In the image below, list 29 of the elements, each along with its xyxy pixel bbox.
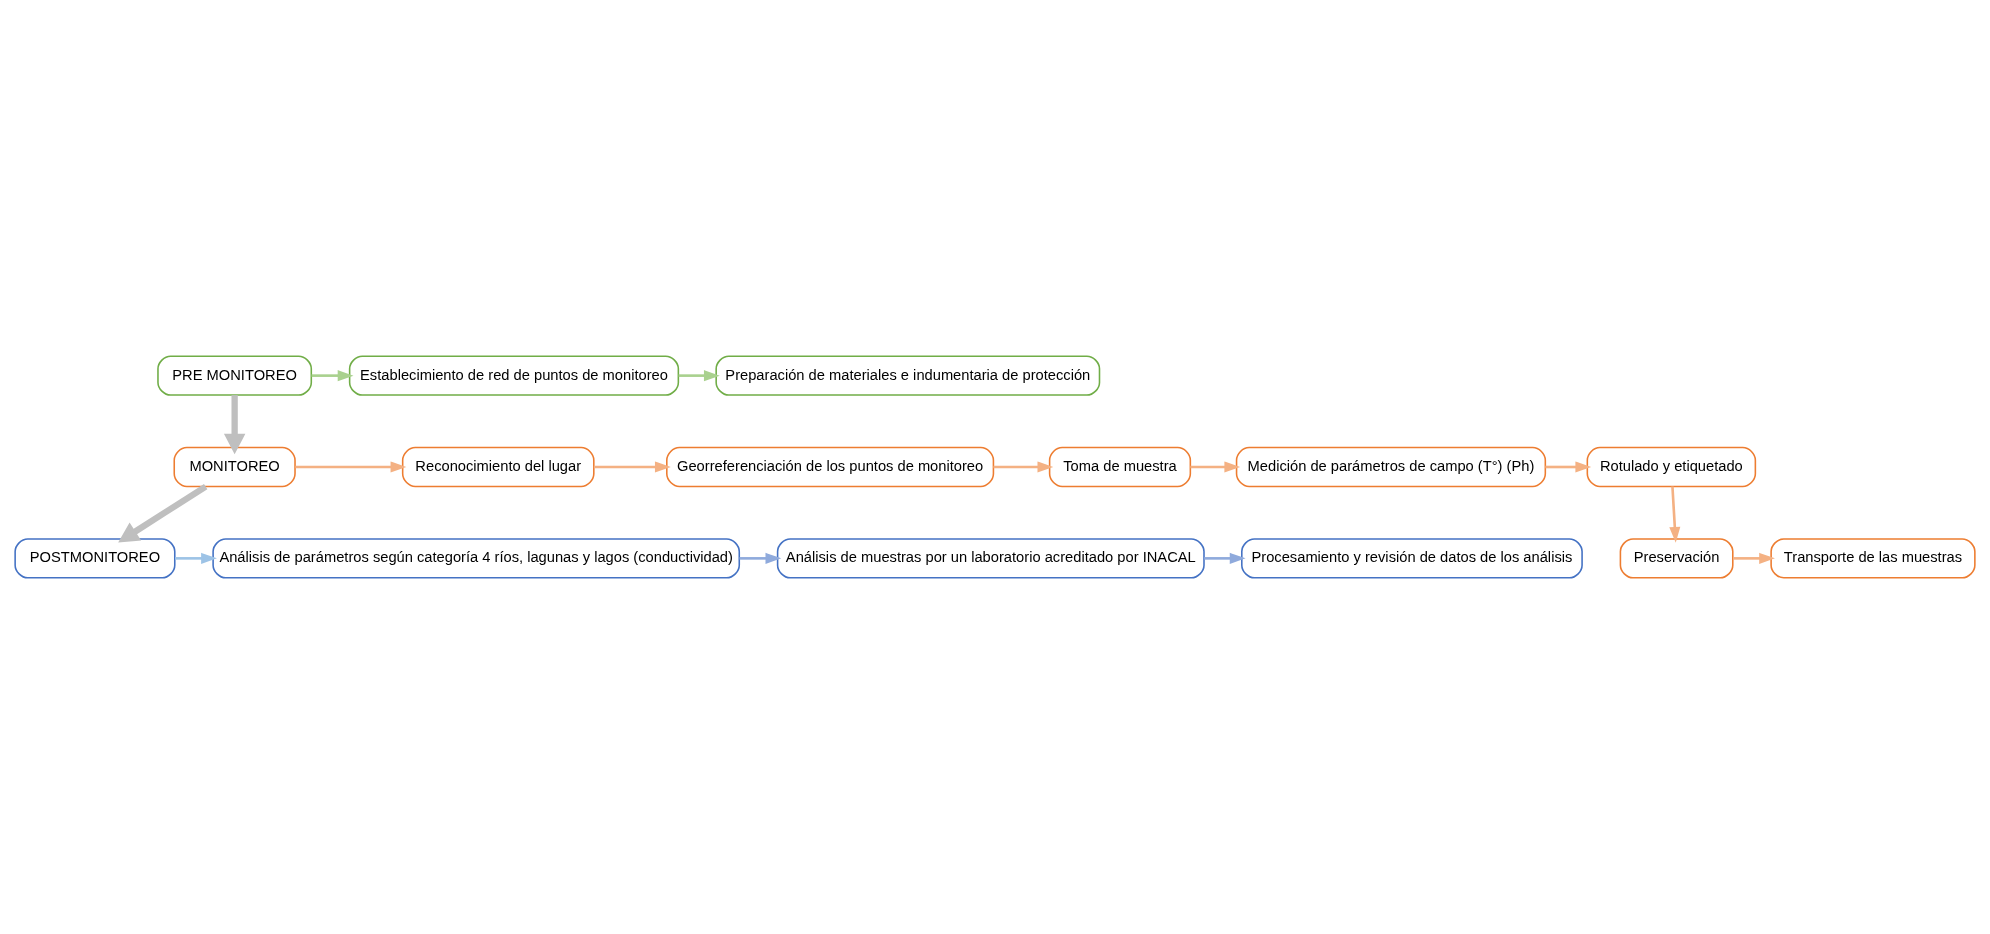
node-box: Rotulado y etiquetado (1586, 446, 1757, 488)
node-box: Transporte de las muestras (1770, 538, 1976, 579)
node-box: MONITOREO (173, 446, 296, 488)
arrow (739, 552, 782, 564)
node-box: Establecimiento de red de puntos de monitoreo (348, 355, 680, 396)
arrow (175, 552, 217, 564)
arrow (1545, 461, 1592, 473)
arrow (1204, 552, 1246, 564)
node-box: PRE MONITOREO (157, 355, 313, 396)
arrow (223, 395, 246, 455)
arrow (1733, 552, 1775, 564)
arrow (1190, 461, 1241, 473)
node-box: Georreferenciación de los puntos de monitoreo (666, 446, 995, 488)
arrow (678, 370, 720, 382)
node-box: Análisis de parámetros según categoría 4 ríos, lagunas y lagos (conductividad) (212, 538, 741, 579)
arrow (118, 483, 208, 543)
node-box: Preservación (1619, 538, 1734, 579)
node-box: POSTMONITOREO (14, 538, 176, 579)
arrow (1669, 486, 1681, 543)
arrow (295, 461, 407, 473)
arrow (593, 461, 671, 473)
arrow (311, 370, 354, 382)
node-box: Reconocimiento del lugar (401, 446, 595, 488)
node-box: Medición de parámetros de campo (T°) (Ph) (1235, 446, 1547, 488)
node-box: Preparación de materiales e indumentaria de protección (715, 355, 1101, 396)
node-box: Toma de muestra (1048, 446, 1192, 488)
node-box: Análisis de muestras por un laboratorio acreditado por INACAL (776, 538, 1205, 579)
node-box: Procesamiento y revisión de datos de los análisis (1241, 538, 1583, 579)
arrow (993, 461, 1054, 473)
